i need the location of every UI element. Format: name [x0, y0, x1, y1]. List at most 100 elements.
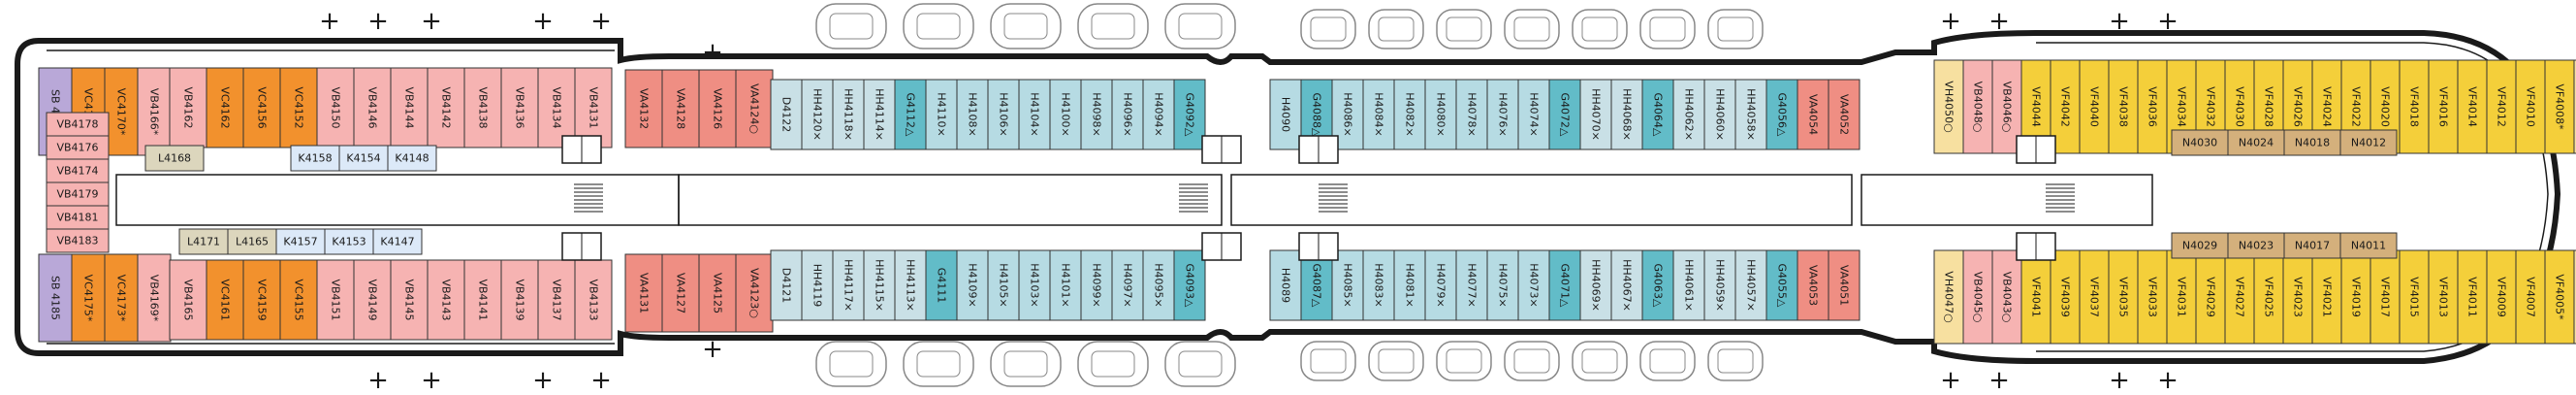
cabin-n4024[interactable]: N4024: [2227, 129, 2285, 156]
cabin-h4076[interactable]: H4076×: [1486, 79, 1519, 150]
cabin-g4112[interactable]: G4112△: [894, 79, 927, 150]
cabin-va4052[interactable]: VA4052: [1828, 79, 1860, 150]
cabin-g4055[interactable]: G4055△: [1765, 249, 1798, 321]
cabin-hh4067[interactable]: HH4067×: [1610, 249, 1643, 321]
cabin-vf4011[interactable]: VF4011: [2457, 249, 2488, 345]
cabin-vf4029[interactable]: VF4029: [2195, 249, 2226, 345]
cabin-vf4017[interactable]: VF4017: [2369, 249, 2401, 345]
cabin-vc4159[interactable]: VC4159: [242, 259, 281, 341]
cabin-h4099[interactable]: H4099×: [1080, 249, 1113, 321]
cabin-vb4043[interactable]: VB4043○: [1991, 249, 2022, 345]
cabin-h4075[interactable]: H4075×: [1486, 249, 1519, 321]
cabin-va4054[interactable]: VA4054: [1797, 79, 1829, 150]
cabin-hh4061[interactable]: HH4061×: [1672, 249, 1705, 321]
cabin-h4090[interactable]: H4090: [1269, 79, 1302, 150]
cabin-h4095[interactable]: H4095×: [1142, 249, 1175, 321]
cabin-vc4152[interactable]: VC4152: [279, 67, 318, 148]
cabin-vf4019[interactable]: VF4019: [2340, 249, 2371, 345]
cabin-vh4003[interactable]: VH4003*: [2573, 249, 2576, 345]
cabin-vb4133[interactable]: VB4133: [574, 259, 613, 341]
cabin-vf4035[interactable]: VF4035: [2108, 249, 2139, 345]
cabin-h4074[interactable]: H4074×: [1517, 79, 1550, 150]
cabin-vf4041[interactable]: VF4041: [2020, 249, 2051, 345]
cabin-vb4178[interactable]: VB4178: [46, 112, 110, 137]
cabin-hh4060[interactable]: HH4060×: [1703, 79, 1736, 150]
cabin-vc4161[interactable]: VC4161: [206, 259, 244, 341]
cabin-vh4050[interactable]: VH4050○: [1933, 59, 1964, 154]
cabin-va4051[interactable]: VA4051: [1828, 249, 1860, 321]
cabin-h4084[interactable]: H4084×: [1362, 79, 1395, 150]
cabin-k4157[interactable]: K4157: [275, 228, 326, 255]
cabin-g4111[interactable]: G4111: [925, 249, 958, 321]
cabin-hh4070[interactable]: HH4070×: [1579, 79, 1612, 150]
cabin-h4101[interactable]: H4101×: [1049, 249, 1082, 321]
cabin-d4122[interactable]: D4122: [770, 79, 803, 150]
cabin-hh4068[interactable]: HH4068×: [1610, 79, 1643, 150]
cabin-vb4176[interactable]: VB4176: [46, 135, 110, 160]
cabin-vb4146[interactable]: VB4146: [353, 67, 392, 148]
cabin-n4017[interactable]: N4017: [2283, 232, 2341, 259]
cabin-h4103[interactable]: H4103×: [1018, 249, 1051, 321]
cabin-k4147[interactable]: K4147: [372, 228, 423, 255]
cabin-vc4162[interactable]: VC4162: [206, 67, 244, 148]
cabin-vb4149[interactable]: VB4149: [353, 259, 392, 341]
cabin-vb4139[interactable]: VB4139: [500, 259, 539, 341]
cabin-h4082[interactable]: H4082×: [1393, 79, 1426, 150]
cabin-vf4014[interactable]: VF4014: [2457, 59, 2488, 154]
cabin-n4011[interactable]: N4011: [2339, 232, 2398, 259]
cabin-h4104[interactable]: H4104×: [1018, 79, 1051, 150]
cabin-vb4179[interactable]: VB4179: [46, 181, 110, 207]
cabin-vb4151[interactable]: VB4151: [316, 259, 355, 341]
cabin-vb4150[interactable]: VB4150: [316, 67, 355, 148]
cabin-vf4013[interactable]: VF4013: [2428, 249, 2459, 345]
cabin-vf4033[interactable]: VF4033: [2137, 249, 2168, 345]
cabin-va4053[interactable]: VA4053: [1797, 249, 1829, 321]
cabin-h4106[interactable]: H4106×: [987, 79, 1020, 150]
cabin-h4110[interactable]: H4110×: [925, 79, 958, 150]
cabin-hh4113[interactable]: HH4113×: [894, 249, 927, 321]
cabin-sb4185[interactable]: SB 4185: [38, 253, 73, 343]
cabin-vf4038[interactable]: VF4038: [2108, 59, 2139, 154]
cabin-vf4036[interactable]: VF4036: [2137, 59, 2168, 154]
cabin-k4153[interactable]: K4153: [324, 228, 374, 255]
cabin-n4018[interactable]: N4018: [2283, 129, 2341, 156]
cabin-n4029[interactable]: N4029: [2171, 232, 2229, 259]
cabin-vb4143[interactable]: VB4143: [427, 259, 465, 341]
cabin-va4124[interactable]: VA4124○: [735, 69, 774, 148]
cabin-vf4037[interactable]: VF4037: [2079, 249, 2110, 345]
cabin-l4165[interactable]: L4165: [227, 228, 277, 255]
cabin-vb4145[interactable]: VB4145: [390, 259, 429, 341]
cabin-vb4136[interactable]: VB4136: [500, 67, 539, 148]
cabin-h4098[interactable]: H4098×: [1080, 79, 1113, 150]
cabin-l4168[interactable]: L4168: [144, 145, 205, 172]
cabin-h4108[interactable]: H4108×: [956, 79, 989, 150]
cabin-vf4010[interactable]: VF4010: [2515, 59, 2546, 154]
cabin-hh4119[interactable]: HH4119: [801, 249, 834, 321]
cabin-n4012[interactable]: N4012: [2339, 129, 2398, 156]
cabin-vb4165[interactable]: VB4165: [169, 259, 207, 341]
cabin-h4083[interactable]: H4083×: [1362, 249, 1395, 321]
cabin-h4109[interactable]: H4109×: [956, 249, 989, 321]
cabin-vf4021[interactable]: VF4021: [2311, 249, 2342, 345]
cabin-h4094[interactable]: H4094×: [1142, 79, 1175, 150]
cabin-h4081[interactable]: H4081×: [1393, 249, 1426, 321]
cabin-vb4169[interactable]: VB4169*: [137, 253, 172, 343]
cabin-vb4162[interactable]: VB4162: [169, 67, 207, 148]
cabin-vc4156[interactable]: VC4156: [242, 67, 281, 148]
cabin-h4096[interactable]: H4096×: [1111, 79, 1144, 150]
cabin-g4092[interactable]: G4092△: [1173, 79, 1206, 150]
cabin-g4093[interactable]: G4093△: [1173, 249, 1206, 321]
cabin-vf4042[interactable]: VF4042: [2050, 59, 2081, 154]
cabin-vf4007[interactable]: VF4007: [2515, 249, 2546, 345]
cabin-hh4059[interactable]: HH4059×: [1703, 249, 1736, 321]
cabin-n4030[interactable]: N4030: [2171, 129, 2229, 156]
cabin-g4071[interactable]: G4071△: [1548, 249, 1581, 321]
cabin-vb4134[interactable]: VB4134: [537, 67, 576, 148]
cabin-vb4174[interactable]: VB4174: [46, 158, 110, 183]
cabin-vf4012[interactable]: VF4012: [2486, 59, 2517, 154]
cabin-g4064[interactable]: G4064△: [1641, 79, 1674, 150]
cabin-h4097[interactable]: H4097×: [1111, 249, 1144, 321]
cabin-vh4006[interactable]: VH4006*: [2573, 59, 2576, 154]
cabin-va4131[interactable]: VA4131: [624, 253, 663, 333]
cabin-hh4115[interactable]: HH4115×: [863, 249, 896, 321]
